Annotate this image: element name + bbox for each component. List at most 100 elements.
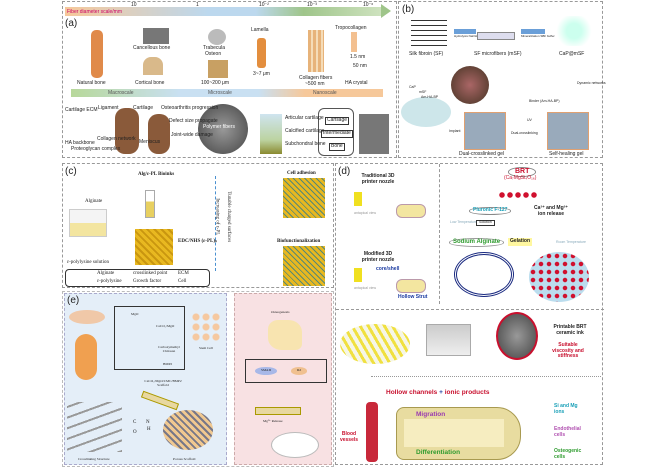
trabecula-image (208, 29, 226, 45)
label: Alg/ε-PL Bioinks (138, 172, 175, 177)
label: ε-polylysine solution (67, 260, 109, 265)
label: 50 nm (353, 63, 367, 69)
scale-label: Macroscale (108, 90, 134, 96)
label: core/shell (376, 266, 400, 272)
arrow-icon (454, 29, 476, 34)
plus-label: + (439, 389, 443, 396)
label: Dynamic networks (577, 81, 606, 85)
label: Implant (449, 129, 461, 133)
collagen-image (308, 30, 324, 72)
label: Dual-crosslinking (511, 131, 538, 135)
label: SMAD (255, 367, 278, 375)
tropocollagen-image (351, 32, 357, 52)
label: UV (527, 118, 532, 122)
bond-atom: C (133, 420, 137, 425)
inner-channel (404, 419, 504, 447)
legend-item: Si and Mg ions (554, 403, 578, 415)
release-plate (255, 407, 301, 415)
label: Gelation (508, 238, 533, 246)
scale-bar (65, 7, 383, 16)
mouse-image (401, 97, 451, 127)
scaffold-cylinder (318, 108, 354, 156)
strut-solid (396, 204, 426, 218)
divider (371, 376, 601, 377)
panel-b: (b) Silk fibroin (SF) SF microfibers (mS… (398, 1, 606, 158)
label: Cell adhesion (287, 171, 316, 176)
label: Trabecula (203, 45, 226, 51)
knee-image (115, 108, 139, 154)
label: Osteogenesis (271, 310, 290, 314)
label: Hydrolysis NaOH (454, 34, 478, 38)
ionic-products-label: ionic products (444, 389, 490, 396)
legend-item: CaP (409, 85, 416, 89)
label: 100~200 μm (201, 80, 230, 86)
knee-image (148, 114, 170, 154)
syringe-image (145, 190, 155, 218)
label: Printable BRT ceramic ink (553, 324, 587, 336)
legend-item: mSF (419, 90, 427, 94)
scale-arrow-icon (381, 4, 391, 18)
tick: 10⁻⁶ (363, 2, 374, 8)
label: Modified 3D printer nozzle (361, 251, 395, 263)
label: (Ca₇MgSi₄O₁₆) (504, 175, 537, 181)
label: Blood vessels (339, 431, 359, 443)
title-row: Hollow channels + ionic products (386, 389, 490, 396)
arrow-icon (521, 29, 545, 34)
label: Crosslinking Structure (78, 457, 110, 461)
sem-image (359, 114, 389, 154)
cartilage-layers-image (260, 114, 282, 154)
legend-item: Osteogenic cells (554, 448, 582, 460)
label: Carboxymethyl Chitosan (158, 345, 180, 353)
label: Hollow Strut (398, 294, 428, 300)
ink-photo (496, 312, 538, 360)
label: Stem Cell (199, 346, 213, 350)
materials-box (114, 306, 185, 370)
label: Solution (476, 220, 495, 226)
scale-title: Fiber diameter scale/mm (67, 9, 123, 15)
scale-label: Nanoscale (313, 90, 337, 96)
label: Cartilage ECM (65, 107, 98, 113)
porous-scaffold-image (163, 410, 213, 450)
divider (439, 164, 440, 304)
legend-item: Alginate (97, 271, 115, 276)
label: Pluronic F-127 (469, 207, 512, 215)
eggshell-image (69, 310, 105, 324)
legend-item: Growth factor (133, 279, 162, 284)
scale-label: Microscale (208, 90, 232, 96)
label: Polymer fibers (203, 124, 235, 130)
cube-cell-adhesion (283, 178, 325, 218)
label: Joint-wide damage (171, 132, 213, 138)
label: Subchondral bone (285, 141, 326, 147)
bond-atom: H (147, 427, 151, 432)
label: Articular cartilage (285, 115, 324, 121)
label: Natural bone (77, 80, 106, 86)
panel-label: (c) (65, 166, 77, 177)
label: Self-healing gel (549, 151, 584, 157)
microscope-image (451, 66, 489, 104)
gel-cube (464, 112, 506, 150)
bone-image (91, 30, 103, 78)
gel-cube (547, 112, 589, 150)
panel-d: (d) Traditional 3D printer nozzle antapi… (335, 163, 604, 465)
legend-item: Cell (178, 279, 187, 284)
cap-msf-image (554, 16, 594, 46)
alginate-chains (454, 252, 514, 297)
label: antapical view (354, 286, 376, 290)
silk-fibroin-image (411, 16, 447, 46)
legend-item: Am-HA-BP (421, 95, 439, 99)
blood-vessel (366, 402, 378, 462)
label: 1.5 nm (350, 54, 366, 60)
label: antapical view (354, 211, 376, 215)
printed-lattice (340, 324, 410, 364)
label: Osteoarthritis progression (161, 105, 219, 111)
label: BMP2 (163, 362, 173, 366)
nozzle-icon (354, 268, 362, 282)
polymer-fibers-image (198, 104, 248, 154)
legend-item: crosslinked point (133, 271, 168, 276)
label: Mineralization SBF buffer (521, 34, 555, 38)
nozzle-icon (354, 192, 362, 206)
label: Intermediate (321, 130, 353, 138)
label: CaCO₃/MgO/CMC/BMP2 Scaffold (144, 379, 182, 387)
scaffold-cube (135, 229, 173, 265)
ion-dots (498, 192, 538, 198)
